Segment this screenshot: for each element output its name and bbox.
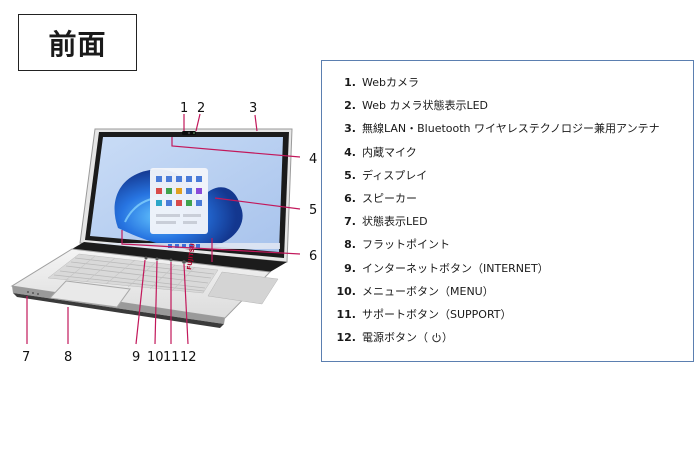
legend-label: サポートボタン（SUPPORT） <box>362 307 512 321</box>
legend-label: インターネットボタン（INTERNET） <box>362 261 549 275</box>
leader-lines <box>26 113 301 345</box>
keyboard <box>47 253 219 294</box>
numpad <box>207 271 279 305</box>
legend-label: 状態表示LED <box>362 215 428 229</box>
legend-number: 3. <box>344 122 356 136</box>
legend-box: 1. Webカメラ 2. Web カメラ状態表示LED 3. 無線LAN・Blueto… <box>321 60 694 362</box>
legend-label: フラットポイント <box>362 238 450 252</box>
legend-number: 6. <box>344 191 356 205</box>
callout-8: 8 <box>64 350 72 365</box>
legend-number: 2. <box>344 99 356 113</box>
power-button <box>182 260 186 264</box>
laptop-base: FUJITSU <box>10 242 287 328</box>
legend-label: 無線LAN・Bluetooth ワイヤレステクノロジー兼用アンテナ <box>362 122 660 136</box>
callout-11: 11 <box>163 350 180 365</box>
callout-numbers: 1 2 3 4 5 6 7 8 9 10 11 12 <box>22 101 317 365</box>
legend-label: 内蔵マイク <box>362 145 417 159</box>
menu-button <box>155 257 159 261</box>
legend-item-3: 3. 無線LAN・Bluetooth ワイヤレステクノロジー兼用アンテナ <box>334 117 693 140</box>
callout-10: 10 <box>147 350 164 365</box>
legend-number: 7. <box>344 215 356 229</box>
callout-6: 6 <box>309 249 317 264</box>
legend-item-11: 11. サポートボタン（SUPPORT） <box>334 303 693 326</box>
legend-label: ディスプレイ <box>362 168 428 182</box>
legend-label: メニューボタン（MENU） <box>362 284 494 298</box>
legend-number: 5. <box>344 168 356 182</box>
legend-number: 11. <box>336 307 357 321</box>
internet-button <box>144 256 148 260</box>
legend-number: 12. <box>336 331 357 345</box>
callout-1: 1 <box>180 101 188 116</box>
legend-number: 1. <box>344 76 356 89</box>
legend-number: 8. <box>344 238 356 252</box>
power-icon <box>432 333 441 343</box>
callout-3: 3 <box>249 101 257 116</box>
legend-number: 9. <box>344 261 356 275</box>
legend-item-7: 7. 状態表示LED <box>334 210 693 233</box>
legend-item-4: 4. 内蔵マイク <box>334 141 693 164</box>
legend-item-10: 10. メニューボタン（MENU） <box>334 280 693 303</box>
legend-label: Web カメラ状態表示LED <box>362 99 489 113</box>
legend-label: スピーカー <box>362 191 417 205</box>
callout-5: 5 <box>309 203 317 218</box>
laptop-lid <box>79 128 293 263</box>
callout-4: 4 <box>309 152 317 167</box>
legend-item-1: 1. Webカメラ <box>334 71 693 94</box>
legend-number: 10. <box>336 284 357 298</box>
legend-item-2: 2. Web カメラ状態表示LED <box>334 94 693 117</box>
support-button <box>169 258 173 262</box>
legend-item-9: 9. インターネットボタン（INTERNET） <box>334 257 693 280</box>
legend-list: 1. Webカメラ 2. Web カメラ状態表示LED 3. 無線LAN・Blueto… <box>322 61 693 349</box>
callout-9: 9 <box>132 350 140 365</box>
section-title: 前面 <box>18 14 137 71</box>
callout-7: 7 <box>22 350 30 365</box>
legend-label-suffix: ） <box>442 331 453 345</box>
legend-item-5: 5. ディスプレイ <box>334 164 693 187</box>
legend-number: 4. <box>344 145 356 159</box>
legend-item-8: 8. フラットポイント <box>334 233 693 256</box>
callout-12: 12 <box>180 350 197 365</box>
status-leds <box>27 291 39 295</box>
legend-label: Webカメラ <box>362 76 419 89</box>
legend-label: 電源ボタン（ <box>362 331 428 345</box>
callout-2: 2 <box>197 101 205 116</box>
legend-item-12: 12. 電源ボタン（ ） <box>334 326 693 349</box>
legend-item-6: 6. スピーカー <box>334 187 693 210</box>
touchpad <box>48 280 131 308</box>
brand-logo: FUJITSU <box>186 243 197 271</box>
